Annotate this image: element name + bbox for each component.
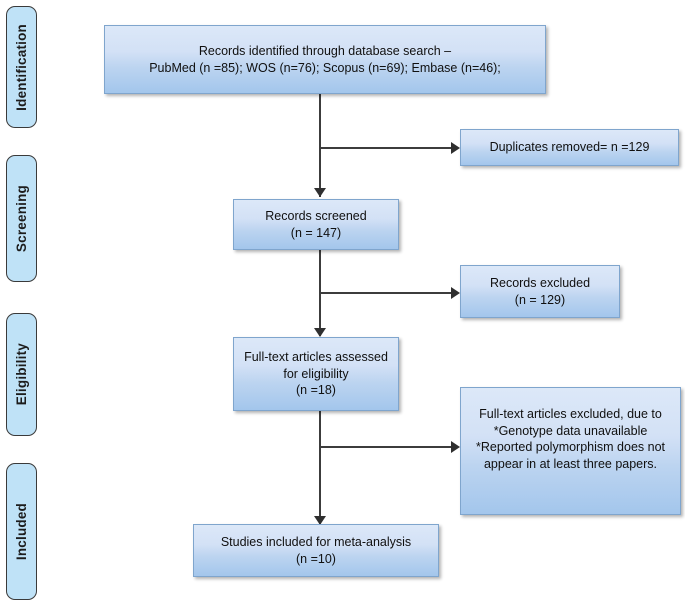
stage-label-identification: Identification: [6, 6, 37, 128]
box-studies-included-text: Studies included for meta-analysis (n =1…: [220, 535, 412, 566]
arrowhead-duplicates: [451, 142, 460, 154]
stage-label-eligibility-text: Eligibility: [14, 343, 29, 406]
box-records-excluded-text: Records excluded (n = 129): [489, 276, 591, 307]
arrowhead-fulltext: [314, 328, 326, 337]
box-records-screened-text: Records screened (n = 147): [265, 209, 367, 240]
box-duplicates-removed-text: Duplicates removed= n =129: [489, 140, 650, 155]
arrowhead-records-excluded: [451, 287, 460, 299]
connector-branch-fulltext-excluded: [319, 446, 453, 448]
connector-fulltext-to-included: [319, 411, 321, 524]
box-records-identified[interactable]: Records identified through database sear…: [104, 25, 546, 94]
box-fulltext-assessed[interactable]: Full-text articles assessed for eligibil…: [233, 337, 399, 411]
box-fulltext-excluded-text: Full-text articles excluded, due to *Gen…: [476, 407, 665, 471]
arrowhead-included: [314, 516, 326, 525]
box-fulltext-excluded[interactable]: Full-text articles excluded, due to *Gen…: [460, 387, 681, 515]
box-fulltext-assessed-text: Full-text articles assessed for eligibil…: [244, 350, 388, 398]
stage-label-screening-text: Screening: [14, 184, 29, 253]
connector-branch-records-excluded: [319, 292, 453, 294]
box-records-excluded[interactable]: Records excluded (n = 129): [460, 265, 620, 318]
box-duplicates-removed[interactable]: Duplicates removed= n =129: [460, 129, 679, 166]
arrowhead-screened: [314, 188, 326, 197]
box-records-screened[interactable]: Records screened (n = 147): [233, 199, 399, 250]
box-studies-included[interactable]: Studies included for meta-analysis (n =1…: [193, 524, 439, 577]
stage-label-included: Included: [6, 463, 37, 600]
box-records-identified-text: Records identified through database sear…: [149, 44, 501, 75]
connector-identified-to-screened: [319, 93, 321, 197]
arrowhead-fulltext-excluded: [451, 441, 460, 453]
stage-label-screening: Screening: [6, 155, 37, 282]
stage-label-included-text: Included: [14, 502, 29, 561]
connector-branch-duplicates: [319, 147, 453, 149]
stage-label-identification-text: Identification: [14, 23, 29, 111]
stage-label-eligibility: Eligibility: [6, 313, 37, 436]
